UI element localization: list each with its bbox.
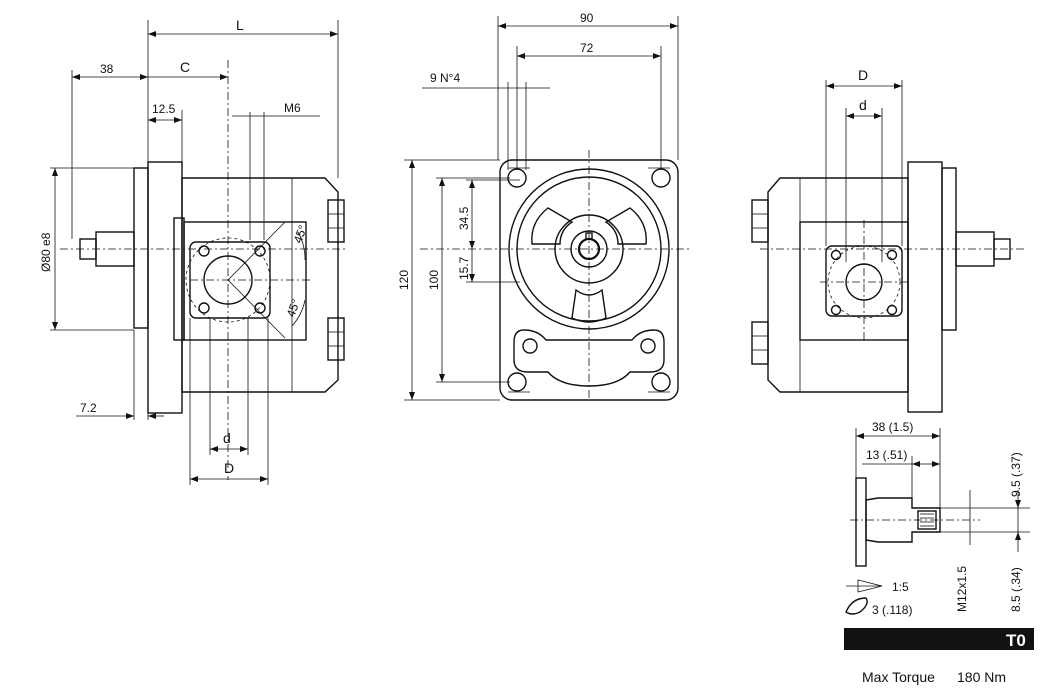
right-bolt-head-top	[751, 199, 769, 243]
dim-8-5: 8.5 (.34)	[1009, 567, 1023, 612]
lower-cover	[513, 329, 665, 387]
key-size: 3 (.118)	[872, 603, 912, 617]
mounting-flange	[147, 161, 183, 414]
dim-holes: 9 N°4	[430, 71, 460, 85]
right-port-face	[799, 221, 909, 341]
dim-38: 38	[100, 62, 114, 76]
dim-D-right: D	[858, 67, 868, 83]
torque-label: Max Torque	[862, 669, 935, 685]
pilot-spigot	[133, 167, 149, 329]
mount-hole-tr	[651, 168, 671, 188]
taper-ratio: 1:5	[892, 580, 909, 594]
dim-L: L	[236, 17, 244, 33]
dim-7-2: 7.2	[80, 401, 97, 415]
right-shaft-tip	[993, 238, 1011, 260]
bolt-head-top	[327, 199, 345, 243]
model-badge: T0	[844, 628, 1034, 650]
dim-dia-80: Ø80 e8	[39, 232, 53, 272]
window-bottom	[571, 288, 607, 323]
shaft-detail: 38 (1.5) 13 (.51) 9.5 (.37) 8.5 (.34) M1…	[845, 420, 1030, 617]
dim-M6: M6	[284, 101, 301, 115]
bolt-head-bottom	[327, 317, 345, 361]
dim-d-right: d	[859, 97, 867, 113]
dim-C: C	[180, 59, 190, 75]
port-face	[183, 221, 307, 341]
dim-34-5: 34.5	[457, 206, 471, 230]
front-flange	[499, 159, 679, 401]
dim-13-0-51: 13 (.51)	[866, 448, 907, 462]
detail-flange	[855, 477, 867, 567]
key-icon	[845, 597, 868, 615]
dim-d-left: d	[223, 430, 231, 446]
mount-hole-bl	[507, 372, 527, 392]
angle-45-top: 45°	[291, 223, 310, 245]
side-view-left: L 38 C 12.5 M6 Ø80 e8 45° 45°	[39, 17, 345, 485]
dim-100: 100	[427, 270, 441, 290]
dim-90: 90	[580, 11, 594, 25]
right-mounting-flange	[907, 161, 943, 413]
dim-9-5: 9.5 (.37)	[1009, 452, 1023, 497]
mount-hole-br	[651, 372, 671, 392]
badge-label: T0	[1006, 631, 1026, 650]
dim-120: 120	[397, 270, 411, 290]
badge-bar	[844, 628, 1034, 650]
dim-thread: M12x1.5	[955, 566, 969, 612]
side-view-right: D d	[751, 67, 1025, 413]
pump-body	[181, 177, 339, 393]
taper-icon	[846, 579, 883, 593]
angle-45-bottom: 45°	[284, 297, 303, 319]
dim-D-left: D	[224, 460, 234, 476]
dim-15-7: 15.7	[457, 256, 471, 280]
dim-72: 72	[580, 41, 594, 55]
torque-value: 180 Nm	[957, 669, 1006, 685]
right-bolt-head-bottom	[751, 321, 769, 365]
mount-hole-tl	[507, 168, 527, 188]
window-right	[604, 207, 647, 245]
dim-12-5: 12.5	[152, 102, 176, 116]
front-view-center: 90 72 9 N°4 120 100 34.5	[397, 11, 690, 401]
right-pump-body	[767, 177, 909, 393]
dim-38-1-5: 38 (1.5)	[872, 420, 913, 434]
window-left	[531, 207, 574, 245]
